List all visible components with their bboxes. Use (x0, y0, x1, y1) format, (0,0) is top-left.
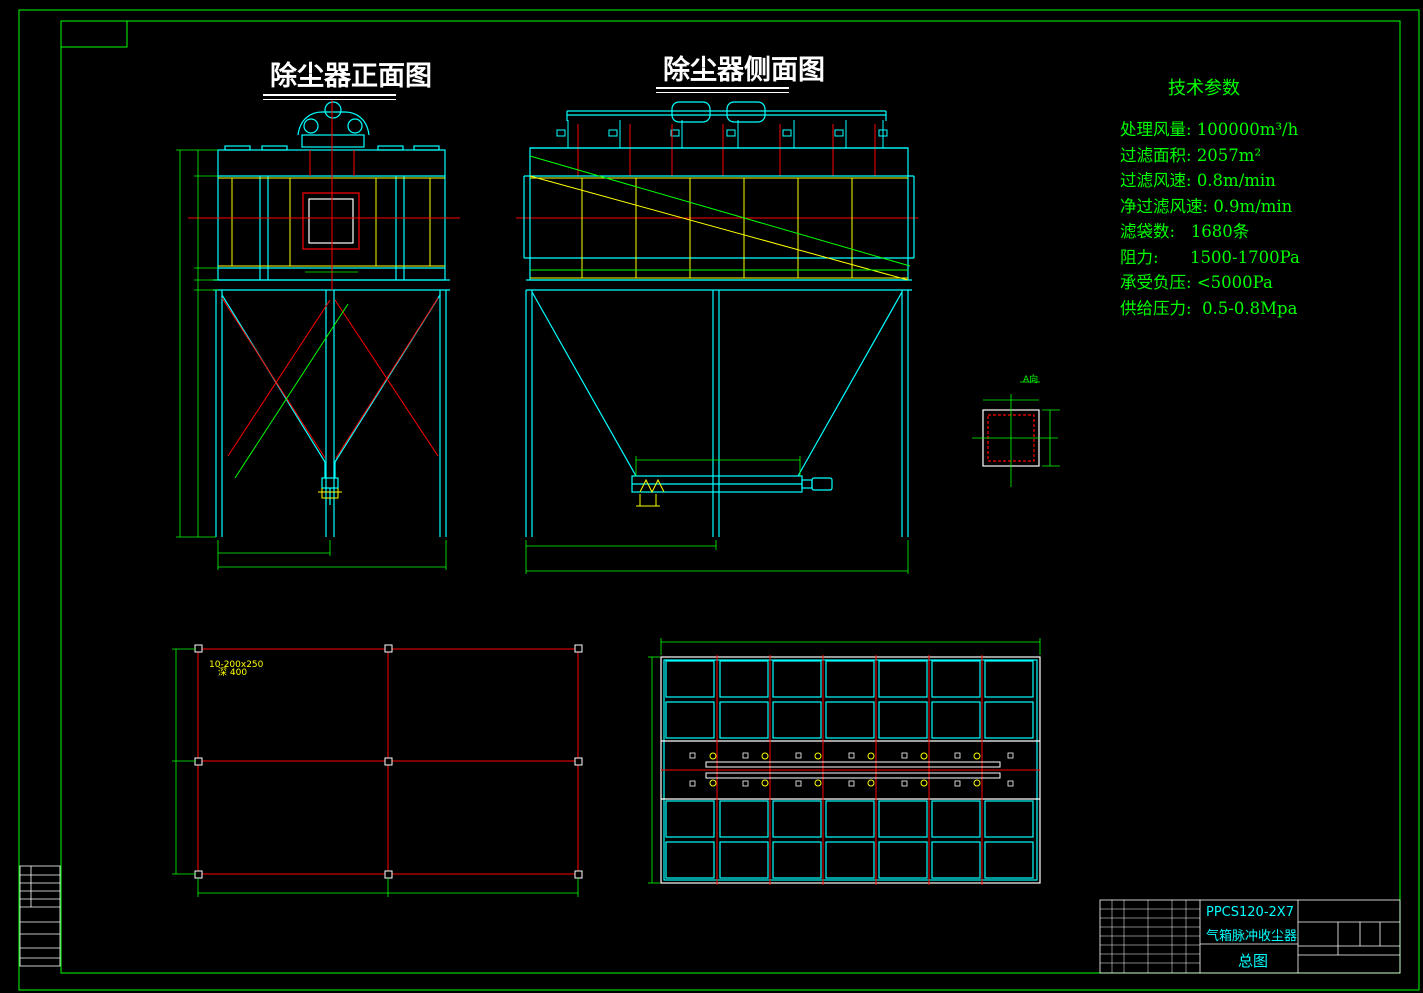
side-view-title-underline (656, 87, 789, 89)
tech-param-value: <5000Pa (1196, 273, 1273, 292)
tech-param-label: 处理风量: (1120, 120, 1192, 139)
sheet-frame (18, 9, 1420, 991)
front-view-title: 除尘器正面图 (270, 61, 432, 92)
tech-param-value: 100000m³/h (1196, 120, 1299, 139)
tech-param-item: 过滤面积: 2057m² (1120, 143, 1300, 169)
front-view-title-underline (263, 94, 396, 96)
side-view-valve-centers (516, 124, 918, 219)
foundation-plan (172, 644, 583, 897)
detail-a-view (972, 381, 1060, 487)
title-block-model: PPCS120-2X7 (1206, 905, 1294, 920)
tech-params-heading: 技术参数 (1168, 78, 1240, 99)
tech-param-label: 过滤风速: (1120, 171, 1192, 190)
front-view-centerlines (188, 100, 460, 290)
tech-param-item: 处理风量: 100000m³/h (1120, 117, 1300, 143)
front-view-diagonal-dim (234, 303, 349, 479)
side-view-dimensions (525, 456, 909, 574)
side-view-diagonal-dim (529, 155, 911, 271)
title-block-drawing-name: 总图 (1238, 952, 1269, 970)
tech-param-item: 过滤风速: 0.8m/min (1120, 168, 1300, 194)
tech-param-item: 承受负压: <5000Pa (1120, 270, 1300, 296)
tech-param-label: 阻力: (1120, 247, 1159, 267)
detail-a-label: A向 (1023, 375, 1039, 385)
left-margin-table (19, 865, 61, 967)
title-block (1099, 899, 1401, 974)
tech-param-label: 净过滤风速: (1120, 196, 1209, 216)
tech-param-item: 阻力: 1500-1700Pa (1120, 245, 1300, 271)
plan-view (648, 638, 1041, 885)
side-view-valves (556, 120, 888, 148)
tech-param-item: 净过滤风速: 0.9m/min (1120, 194, 1300, 220)
tech-param-value: 0.9m/min (1213, 196, 1293, 216)
tech-param-value: 0.5-0.8Mpa (1202, 298, 1298, 318)
foundation-note-line1: 10-200x250 (209, 660, 264, 670)
side-view-title-underline-2 (656, 92, 789, 93)
front-view-access-door (302, 192, 360, 250)
front-view-cross-bracing (221, 297, 439, 459)
side-view-header-pipe (530, 101, 908, 149)
tech-param-value: 1680条 (1190, 222, 1250, 241)
front-view-outlet (318, 488, 342, 499)
tech-param-label: 滤袋数: (1120, 222, 1176, 241)
tech-param-value: 0.8m/min (1196, 171, 1276, 190)
side-view-support-structure (525, 290, 909, 537)
tech-params-list: 处理风量: 100000m³/h 过滤面积: 2057m² 过滤风速: 0.8m… (1120, 117, 1300, 321)
tech-param-value: 1500-1700Pa (1190, 247, 1300, 267)
side-view-screw-conveyor (636, 478, 665, 507)
front-view (176, 100, 460, 570)
title-block-equipment-name: 气箱脉冲收尘器 (1206, 929, 1298, 944)
front-view-support-structure (215, 290, 447, 537)
tech-param-item: 供给压力: 0.5-0.8Mpa (1120, 296, 1300, 322)
foundation-note-line2: 深 400 (218, 668, 248, 678)
tech-param-label: 供给压力: (1120, 298, 1192, 318)
tech-param-value: 2057m² (1196, 145, 1262, 165)
front-view-top-fittings (224, 101, 440, 151)
tech-param-item: 滤袋数: 1680条 (1120, 219, 1300, 245)
side-view-panel-dividers (529, 175, 909, 281)
front-view-title-underline-2 (263, 99, 396, 100)
side-view (516, 101, 918, 574)
title-block-signature-rows (1100, 900, 1200, 973)
side-view-title: 除尘器侧面图 (663, 55, 825, 86)
tech-param-label: 承受负压: (1120, 273, 1192, 292)
tech-param-label: 过滤面积: (1120, 145, 1192, 165)
front-view-dimensions (176, 149, 447, 570)
